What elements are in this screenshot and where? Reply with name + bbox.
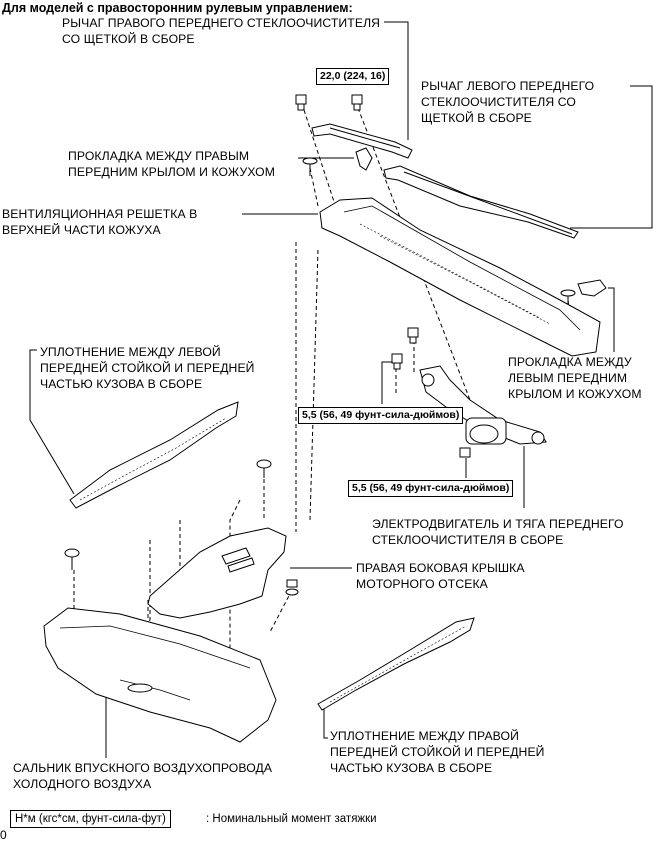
leader-left-gasket [608, 287, 615, 352]
leader-left-seal [29, 349, 75, 495]
label-right-gasket: ПРОКЛАДКА МЕЖДУ ПРАВЫМ ПЕРЕДНИМ КРЫЛОМ И… [68, 149, 275, 179]
legend-description: : Номинальный момент затяжки [206, 813, 377, 825]
bolt-arm-left [351, 94, 363, 111]
bolt-motor-1 [391, 353, 403, 370]
label-side-cover: ПРАВАЯ БОКОВАЯ КРЫШКА МОТОРНОГО ОТСЕКА [356, 561, 525, 591]
torque-arm-nut: 22,0 (224, 16) [316, 68, 390, 85]
label-right-pillar-seal: УПЛОТНЕНИЕ МЕЖДУ ПРАВОЙ ПЕРЕДНЕЙ СТОЙКОЙ… [330, 729, 545, 775]
label-left-gasket: ПРОКЛАДКА МЕЖДУ ЛЕВЫМ ПЕРЕДНИМ КРЫЛОМ И … [508, 355, 642, 401]
legend-torque-unit: Н*м (кгс*см, фунт-сила-фут) [10, 810, 171, 828]
leader-motor-upper [381, 361, 396, 404]
left-gasket [577, 279, 607, 297]
label-motor-link: ЭЛЕКТРОДВИГАТЕЛЬ И ТЯГА ПЕРЕДНЕГО СТЕКЛО… [372, 517, 624, 547]
left-wiper-arm [383, 165, 579, 239]
torque-motor-lower: 5,5 (56, 49 фунт-сила-дюймов) [348, 480, 514, 497]
label-air-intake-seal: САЛЬНИК ВПУСКНОГО ВОЗДУХОПРОВОДА ХОЛОДНО… [13, 761, 273, 791]
air-intake-seal [43, 607, 277, 743]
fasteners [64, 94, 576, 596]
bolt-motor-2 [407, 327, 419, 344]
leader-lines [29, 21, 653, 758]
right-side-cover [147, 527, 287, 619]
label-left-wiper-arm: РЫЧАГ ЛЕВОГО ПЕРЕДНЕГО СТЕКЛООЧИСТИТЕЛЯ … [421, 79, 595, 125]
leader-left-arm [570, 85, 653, 229]
torque-motor-upper: 5,5 (56, 49 фунт-сила-дюймов) [298, 407, 464, 424]
bolt-arm-right [295, 94, 307, 111]
bolt-motor-3 [459, 447, 471, 458]
label-left-pillar-seal: УПЛОТНЕНИЕ МЕЖДУ ЛЕВОЙ ПЕРЕДНЕЙ СТОЙКОЙ … [40, 345, 255, 391]
page-header: Для моделей с правосторонним рулевым упр… [2, 1, 353, 15]
label-cowl-louver: ВЕНТИЛЯЦИОННАЯ РЕШЕТКА В ВЕРХНЕЙ ЧАСТИ К… [2, 207, 198, 237]
clip-seal-1 [64, 548, 80, 570]
clip-cover-1 [256, 459, 272, 478]
left-pillar-seal [69, 401, 239, 509]
wiper-motor-link [419, 365, 547, 445]
label-right-wiper-arm: РЫЧАГ ПРАВОГО ПЕРЕДНЕГО СТЕКЛООЧИСТИТЕЛЯ… [62, 16, 381, 46]
leader-right-arm [384, 21, 409, 140]
cowl-louver [319, 197, 601, 357]
right-gasket [355, 147, 373, 171]
leader-right-seal [323, 700, 328, 739]
right-wiper-arm [311, 123, 413, 159]
corner-mark: 0 [0, 828, 7, 842]
clip-right-gasket [302, 157, 318, 176]
bolt-cover-2 [285, 579, 299, 596]
right-pillar-seal [317, 617, 475, 711]
